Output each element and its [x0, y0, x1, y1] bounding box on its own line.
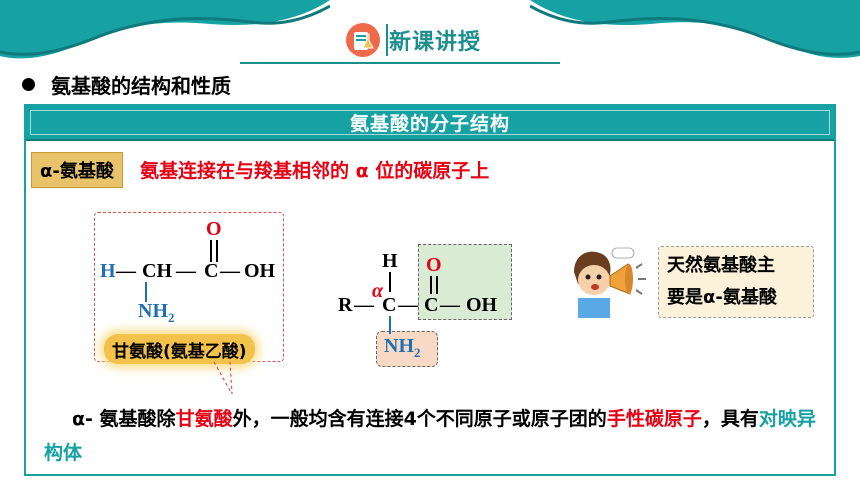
bullet-dot — [22, 78, 35, 91]
para-part-3: 外，一般均含有连接4个不同原子或原子团的 — [232, 408, 607, 430]
glycine-nh2: NH2 — [138, 300, 175, 325]
slide-header: 新课讲授 — [345, 20, 481, 60]
glycine-dash-2: — — [176, 260, 196, 282]
glycine-h: H — [100, 260, 116, 282]
glycine-c: C — [204, 260, 219, 282]
glycine-dash-3: — — [220, 260, 240, 282]
para-part-5: ，具有 — [701, 408, 759, 430]
flask-book-icon — [346, 23, 380, 57]
glycine-oh: OH — [244, 260, 276, 282]
glycine-dash-1: — — [116, 260, 136, 282]
general-dash-3: — — [440, 294, 460, 316]
note-line-1: 天然氨基酸主 — [667, 255, 775, 276]
general-nh2: NH2 — [384, 335, 421, 360]
wave-decoration-right — [530, 0, 860, 58]
note-line-2: 要是α-氨基酸 — [667, 287, 777, 308]
general-c-alpha: C — [382, 294, 397, 316]
carboxyl-group-highlight — [418, 244, 512, 320]
para-glycine: 甘氨酸 — [175, 408, 233, 430]
glycine-label-pointer — [213, 362, 233, 395]
section-heading-row: 氨基酸的结构和性质 — [22, 70, 231, 99]
section-heading: 氨基酸的结构和性质 — [51, 74, 231, 98]
general-dash-2: — — [398, 294, 418, 316]
para-part-1: α- 氨基酸除 — [72, 408, 176, 430]
general-o: O — [426, 254, 442, 276]
header-title: 新课讲授 — [389, 30, 482, 55]
glycine-n-bond — [145, 282, 147, 302]
panel-title-bar: 氨基酸的分子结构 — [26, 106, 834, 141]
general-h: H — [382, 250, 398, 272]
general-h-bond — [389, 272, 391, 292]
para-enantiomers: 对映异构体 — [44, 408, 816, 464]
alpha-definition: 氨基连接在与羧基相邻的 α 位的碳原子上 — [140, 160, 490, 182]
glycine-double-bond — [210, 240, 218, 262]
general-dash-1: — — [354, 294, 374, 316]
alpha-amino-acid-tag: α-氨基酸 — [31, 152, 123, 188]
alpha-label: α — [372, 280, 384, 302]
wave-decoration-left — [0, 0, 330, 59]
glycine-o: O — [206, 218, 222, 240]
general-r: R — [338, 294, 353, 316]
para-chiral-carbon: 手性碳原子 — [606, 408, 702, 430]
general-oh: OH — [466, 294, 498, 316]
amino-group-highlight — [376, 331, 438, 367]
general-double-bond — [430, 276, 438, 294]
general-n-bond — [389, 316, 391, 334]
megaphone-kid-icon — [574, 247, 646, 318]
content-panel: 氨基酸的分子结构 α-氨基酸 氨基连接在与羧基相邻的 α 位的碳原子上 O H … — [24, 104, 836, 476]
glycine-label: 甘氨酸(氨基乙酸) — [104, 334, 255, 364]
note-box: 天然氨基酸主 要是α-氨基酸 — [658, 246, 814, 318]
header-separator — [386, 24, 388, 56]
explanation-paragraph: α- 氨基酸除甘氨酸外，一般均含有连接4个不同原子或原子团的手性碳原子，具有对映… — [44, 402, 834, 470]
header-underline — [240, 62, 560, 64]
glycine-ch: CH — [142, 260, 172, 282]
general-c-carboxyl: C — [424, 294, 439, 316]
panel-title: 氨基酸的分子结构 — [349, 113, 510, 135]
